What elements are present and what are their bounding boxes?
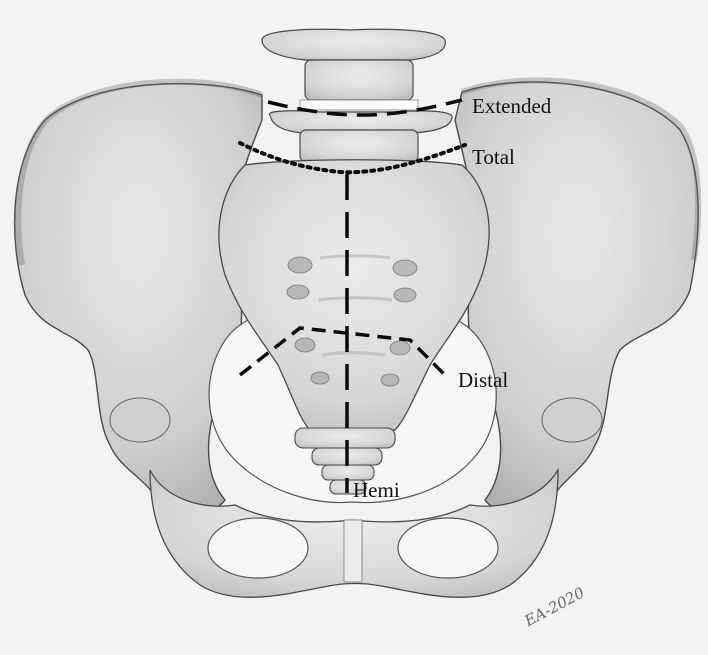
label-extended: Extended (472, 96, 551, 117)
right-obturator-foramen (398, 518, 498, 578)
left-obturator-foramen (208, 518, 308, 578)
label-hemi: Hemi (353, 480, 400, 501)
label-total: Total (472, 147, 515, 168)
intervertebral-disc (300, 100, 418, 110)
pubic-symphysis (344, 520, 362, 582)
label-distal: Distal (458, 370, 508, 391)
